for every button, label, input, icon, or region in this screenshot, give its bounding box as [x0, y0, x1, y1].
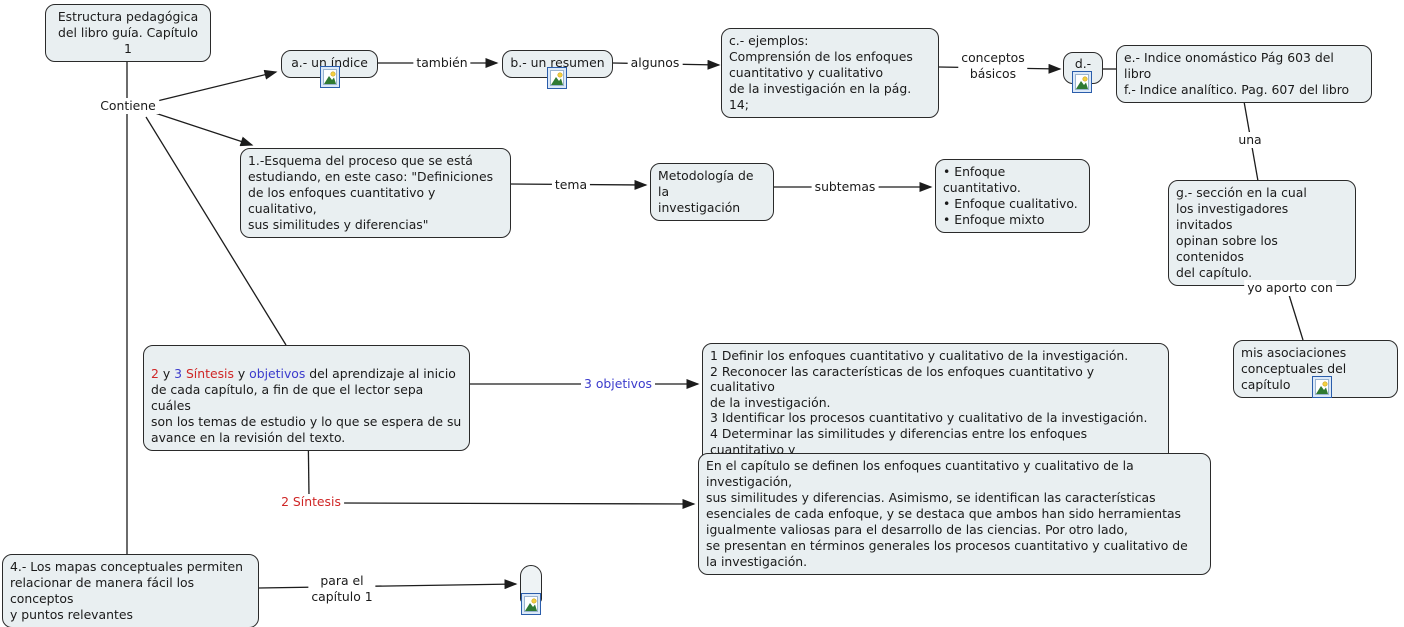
node-texto-sintesis[interactable]: En el capítulo se definen los enfoques c…	[698, 453, 1211, 575]
link-dos-sintesis[interactable]: 2 Síntesis	[278, 494, 344, 510]
node-mapas[interactable]: 4.- Los mapas conceptuales permiten rela…	[2, 554, 259, 627]
sintesis-objetivos-y1: y	[158, 366, 175, 381]
node-asociaciones[interactable]: mis asociaciones conceptuales del capítu…	[1233, 340, 1398, 398]
link-para-capitulo[interactable]: para el capítulo 1	[308, 573, 376, 605]
node-title[interactable]: Estructura pedagógica del libro guía. Ca…	[45, 4, 211, 62]
link-subtemas[interactable]: subtemas	[811, 179, 879, 195]
link-una[interactable]: una	[1235, 132, 1265, 148]
image-resource-icon[interactable]	[547, 67, 567, 89]
image-resource-icon[interactable]	[521, 593, 541, 615]
sintesis-objetivos-num2: 2	[151, 366, 159, 381]
sintesis-objetivos-sintesis: Síntesis	[182, 366, 234, 381]
image-resource-icon[interactable]	[1072, 71, 1092, 93]
node-ejemplos[interactable]: c.- ejemplos: Comprensión de los enfoque…	[721, 28, 939, 118]
node-indice[interactable]: a.- un índice	[281, 50, 378, 78]
sintesis-objetivos-resto: del aprendizaje al inicio de cada capítu…	[151, 366, 462, 445]
sintesis-objetivos-num3: 3	[174, 366, 182, 381]
image-resource-icon[interactable]	[320, 66, 340, 88]
sintesis-objetivos-y2: y	[233, 366, 250, 381]
node-seccion-invitados[interactable]: g.- sección en la cual los investigadore…	[1168, 180, 1356, 286]
link-tres-objetivos[interactable]: 3 objetivos	[580, 376, 656, 392]
link-tema[interactable]: tema	[551, 177, 591, 193]
link-contiene[interactable]: Contiene	[97, 98, 159, 114]
link-yo-aporto[interactable]: yo aporto con	[1244, 280, 1336, 296]
node-metodologia[interactable]: Metodología de la investigación	[650, 163, 774, 221]
node-indices-finales[interactable]: e.- Indice onomástico Pág 603 del libro …	[1116, 45, 1372, 103]
link-algunos[interactable]: algunos	[627, 55, 683, 71]
node-sintesis-objetivos[interactable]: 2 y 3 Síntesis y objetivos del aprendiza…	[143, 345, 470, 451]
node-enfoques[interactable]: • Enfoque cuantitativo. • Enfoque cualit…	[935, 159, 1090, 233]
link-conceptos-basicos[interactable]: conceptos básicos	[958, 50, 1028, 82]
sintesis-objetivos-objetivos: objetivos	[249, 366, 306, 381]
image-resource-icon[interactable]	[1312, 376, 1332, 398]
node-esquema[interactable]: 1.-Esquema del proceso que se está estud…	[240, 148, 511, 238]
link-tambien[interactable]: también	[413, 55, 471, 71]
